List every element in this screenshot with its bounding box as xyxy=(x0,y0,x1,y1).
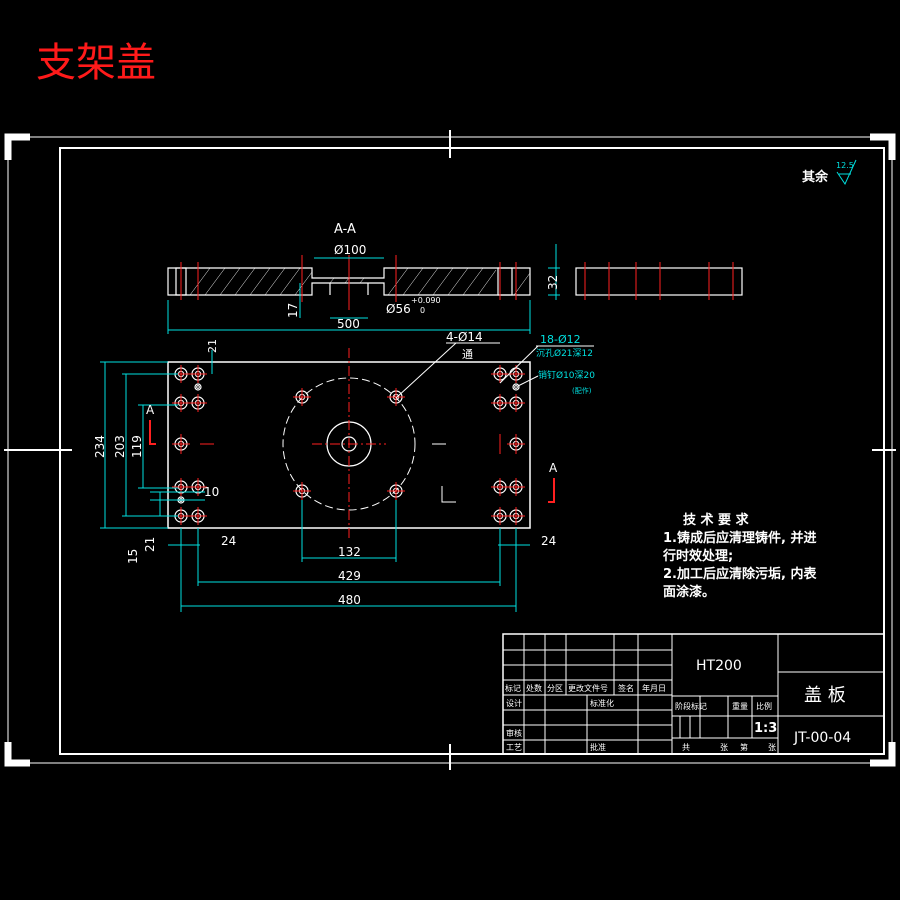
svg-text:A: A xyxy=(549,461,558,475)
roughness-label: 其余 xyxy=(802,169,829,185)
note-dowel-sub: (配作) xyxy=(572,386,592,395)
counterbore-hole xyxy=(172,394,190,412)
through-hole xyxy=(293,388,311,406)
section-marker-right: A xyxy=(548,461,558,503)
tb-header-5: 签名 xyxy=(618,683,634,693)
inner-border xyxy=(59,147,885,755)
tb-approve: 批准 xyxy=(590,742,606,752)
dim-24-right: 24 xyxy=(541,534,556,548)
note-18-holes-sub: 沉孔Ø21深12 xyxy=(536,348,593,359)
dim-500: 500 xyxy=(337,317,360,331)
tech-req-line-3: 2.加工后应清除污垢, 内表 xyxy=(663,566,817,582)
dim-429: 429 xyxy=(338,569,361,583)
note-4-holes-sub: 通 xyxy=(462,348,473,361)
dim-tol-upper: +0.090 xyxy=(411,296,441,305)
tb-design: 设计 xyxy=(506,698,522,708)
counterbore-hole xyxy=(491,478,509,496)
roughness-value: 12.5 xyxy=(836,161,854,170)
side-view xyxy=(575,262,743,300)
dim-17: 17 xyxy=(286,303,300,318)
plan-view xyxy=(167,348,531,540)
tb-header-4: 更改文件号 xyxy=(568,683,608,693)
tb-sheets-unit: 张 xyxy=(720,743,728,752)
section-centerlines xyxy=(180,255,517,310)
corner-mark-tl xyxy=(4,133,30,160)
tb-stage-label: 阶段标记 xyxy=(675,701,707,711)
tb-scale-label: 比例 xyxy=(756,701,772,711)
dim-203: 203 xyxy=(113,435,127,458)
section-dimensions xyxy=(167,244,560,334)
tb-standard: 标准化 xyxy=(590,698,614,708)
leaders xyxy=(395,342,594,399)
counterbore-hole xyxy=(507,394,525,412)
tb-header-3: 分区 xyxy=(547,684,563,693)
dim-21-top: 21 xyxy=(206,339,219,353)
note-4-holes: 4-Ø14 xyxy=(446,330,483,344)
tb-header-6: 年月日 xyxy=(642,683,666,693)
counterbore-hole xyxy=(507,507,525,525)
tech-req-line-4: 面涂漆。 xyxy=(663,584,715,600)
corner-mark-bl xyxy=(4,742,30,767)
corner-mark-tr xyxy=(870,133,896,160)
tech-req-line-1: 1.铸成后应清理铸件, 并进 xyxy=(663,530,816,546)
section-label: A-A xyxy=(334,222,356,237)
tb-part-name: 盖 板 xyxy=(804,685,846,706)
note-dowel: 销钉Ø10深20 xyxy=(538,369,595,381)
sheet-frame xyxy=(4,130,896,770)
counterbore-hole xyxy=(189,365,207,383)
cutting-marks xyxy=(432,443,456,503)
dowel-hole xyxy=(512,383,520,391)
section-hatching xyxy=(189,267,531,296)
svg-text:A: A xyxy=(146,403,155,417)
drawing-title: 支架盖 xyxy=(36,40,156,86)
tb-header-2: 处数 xyxy=(526,683,542,693)
dim-dia-100: Ø100 xyxy=(334,243,366,257)
counterbore-hole xyxy=(189,507,207,525)
title-block xyxy=(502,633,885,755)
tb-scale: 1:3 xyxy=(754,721,777,736)
counterbore-hole xyxy=(491,394,509,412)
tb-review: 审核 xyxy=(506,728,522,738)
tb-sheet-no: 第 xyxy=(740,742,748,752)
roughness-symbol-icon xyxy=(836,159,857,186)
dowel-hole xyxy=(194,383,202,391)
dim-15: 15 xyxy=(126,549,140,564)
tb-drawing-no: JT-00-04 xyxy=(793,730,851,746)
section-marker-left: A xyxy=(146,403,156,445)
hole-pattern xyxy=(172,365,525,525)
counterbore-hole xyxy=(491,507,509,525)
through-hole xyxy=(387,388,405,406)
counterbore-hole xyxy=(172,478,190,496)
counterbore-hole xyxy=(189,478,207,496)
tb-process: 工艺 xyxy=(506,743,522,752)
through-hole xyxy=(387,482,405,500)
tech-req-line-2: 行时效处理; xyxy=(662,548,733,564)
tech-req-title: 技 术 要 求 xyxy=(683,512,750,528)
dim-10: 10 xyxy=(204,485,219,499)
tb-sheet-unit2: 张 xyxy=(768,743,776,752)
dim-132: 132 xyxy=(338,545,361,559)
tb-material: HT200 xyxy=(696,658,742,674)
dim-32: 32 xyxy=(546,275,560,290)
dim-dia-56: Ø56 xyxy=(386,302,411,316)
dim-21-bottom: 21 xyxy=(143,537,157,552)
dim-24-left: 24 xyxy=(221,534,236,548)
plan-dimensions xyxy=(100,350,530,612)
corner-mark-br xyxy=(870,742,896,767)
dim-119: 119 xyxy=(130,435,144,458)
dim-234: 234 xyxy=(93,435,107,458)
note-18-holes: 18-Ø12 xyxy=(540,333,581,346)
counterbore-hole xyxy=(189,394,207,412)
tb-sheets-total: 共 xyxy=(682,743,690,752)
through-hole xyxy=(293,482,311,500)
counterbore-hole xyxy=(491,365,509,383)
tb-weight-label: 重量 xyxy=(732,701,748,711)
plan-centerlines xyxy=(312,348,386,540)
tb-header-1: 标记 xyxy=(505,683,521,693)
dim-tol-lower: 0 xyxy=(420,306,425,315)
counterbore-hole xyxy=(507,478,525,496)
dim-480: 480 xyxy=(338,593,361,607)
